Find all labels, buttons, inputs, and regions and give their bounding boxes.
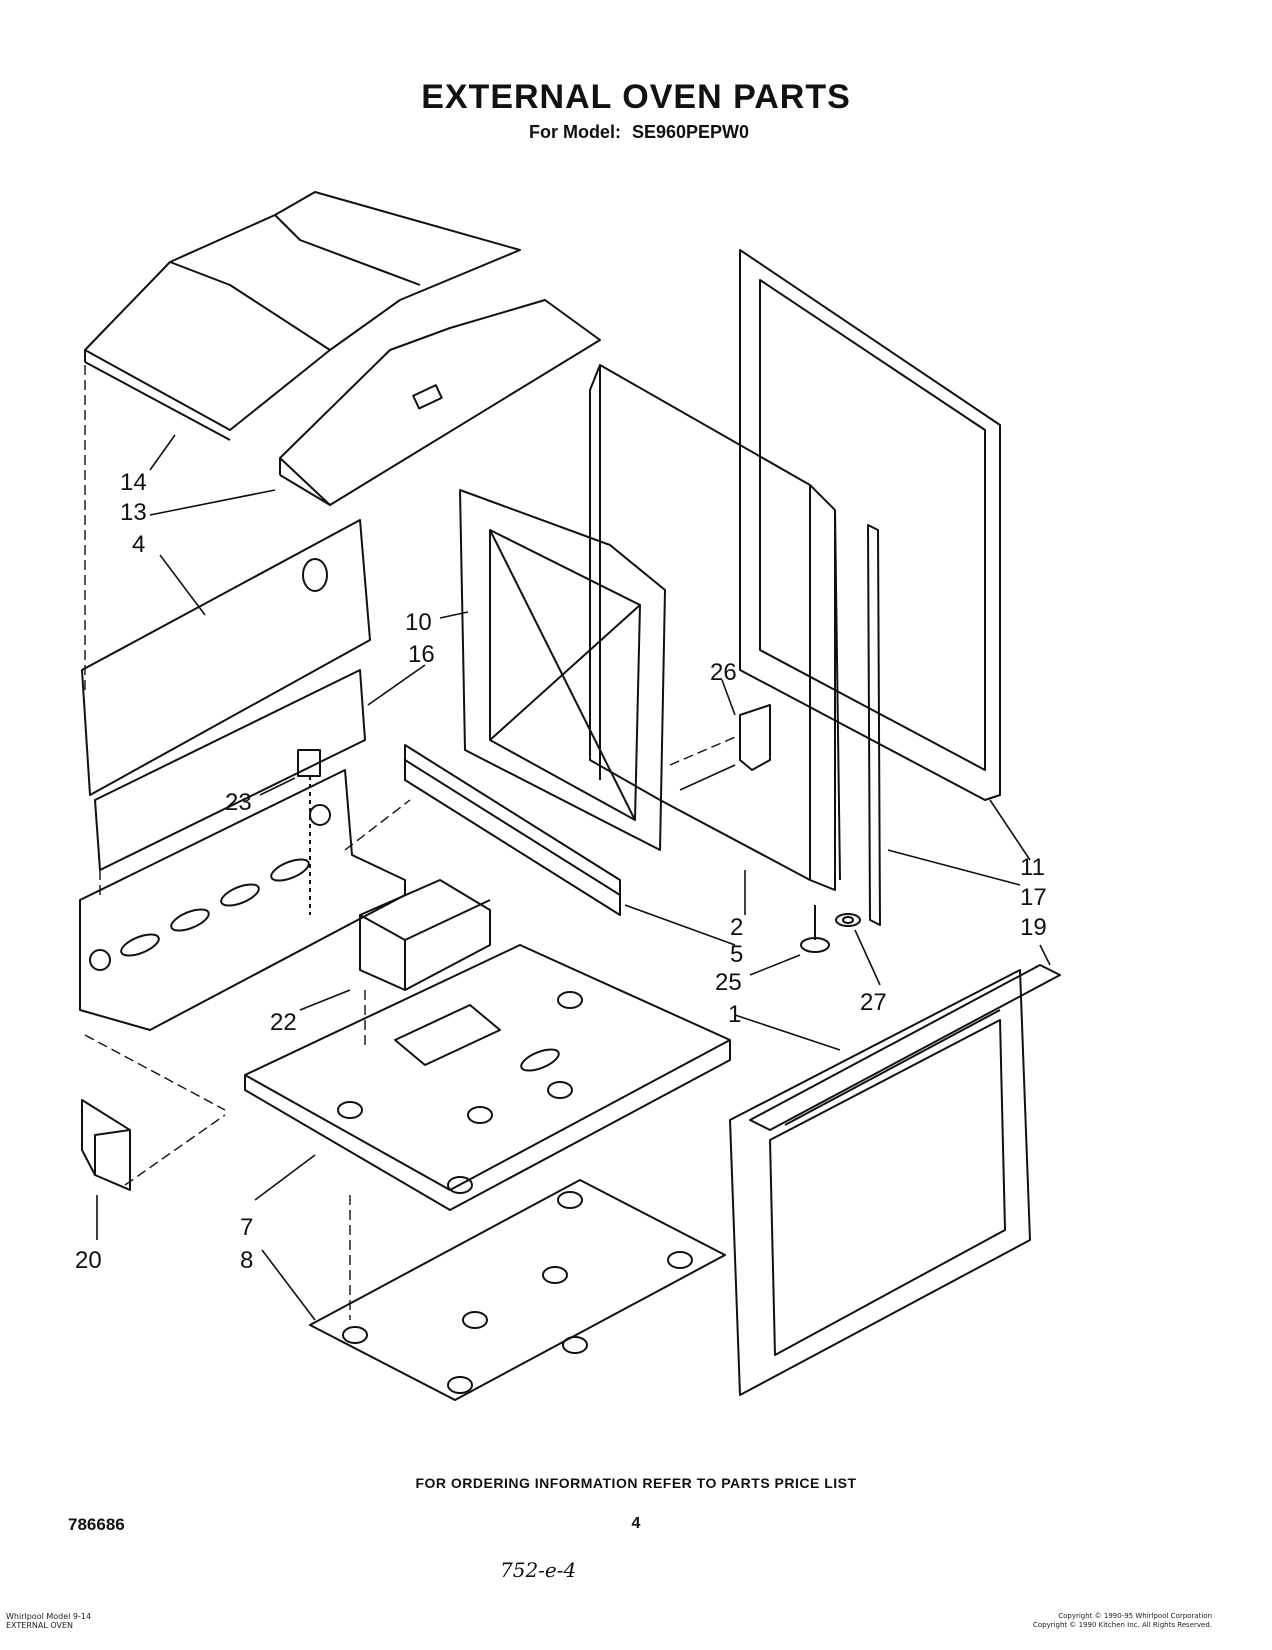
part-8-bottom-plate	[309, 1179, 726, 1401]
label-part-1: 1	[728, 1001, 741, 1028]
part-2-door-frame	[589, 364, 841, 891]
part-25-roller	[800, 905, 830, 953]
label-part-23: 23	[225, 789, 252, 816]
part-16-shield	[94, 669, 366, 871]
label-part-26: 26	[710, 659, 737, 686]
label-part-10: 10	[405, 609, 432, 636]
model-label: For Model:	[528, 122, 621, 142]
label-part-16: 16	[408, 641, 435, 668]
model-number: SE960PEPW0	[631, 122, 750, 142]
part-22-box	[359, 879, 491, 991]
label-part-14: 14	[120, 469, 147, 496]
part-1-front-door-frame	[729, 964, 1061, 1396]
part-5-rail	[404, 744, 621, 916]
label-part-20: 20	[75, 1247, 102, 1274]
label-part-27: 27	[860, 989, 887, 1016]
leader-lines	[96, 434, 1051, 1321]
label-part-25: 25	[715, 969, 742, 996]
handwritten-note: 752-e-4	[500, 1558, 577, 1582]
label-part-11: 11	[1020, 854, 1045, 881]
part-7-bottom-tray	[244, 944, 731, 1211]
page-title: EXTERNAL OVEN PARTS	[421, 78, 851, 116]
label-part-19: 19	[1020, 914, 1047, 941]
lower-back-panel	[79, 769, 406, 1031]
ordering-note: FOR ORDERING INFORMATION REFER TO PARTS …	[415, 1475, 857, 1491]
label-part-22: 22	[270, 1009, 297, 1036]
fine-print-right: Copyright © 1990-95 Whirlpool Corporatio…	[1032, 1612, 1212, 1629]
label-part-13: 13	[120, 499, 147, 526]
label-part-4: 4	[132, 531, 145, 558]
part-27-clip	[835, 913, 861, 927]
label-part-8: 8	[240, 1247, 253, 1274]
label-part-17: 17	[1020, 884, 1047, 911]
label-part-7: 7	[240, 1214, 253, 1241]
page-number: 4	[631, 1515, 641, 1532]
label-part-5: 5	[730, 941, 743, 968]
part-13-rear-top-panel	[279, 299, 601, 506]
part-10-inner-frame	[459, 489, 666, 851]
part-11-outer-glass	[739, 249, 1001, 801]
part-14-top-cover	[84, 191, 521, 441]
label-part-2: 2	[730, 914, 743, 941]
part-23-bracket	[297, 749, 321, 915]
document-number: 786686	[68, 1515, 125, 1534]
fine-print-left: Whirlpool Model 9-14 EXTERNAL OVEN	[6, 1612, 92, 1630]
model-line: For Model: SE960PEPW0	[0, 122, 1272, 143]
part-4-upper-back-panel	[81, 519, 371, 796]
part-20-bracket	[81, 1099, 131, 1191]
part-26-hinge-bracket	[739, 704, 771, 771]
part-17-gasket	[867, 524, 881, 926]
alignment-lines	[84, 365, 741, 1320]
